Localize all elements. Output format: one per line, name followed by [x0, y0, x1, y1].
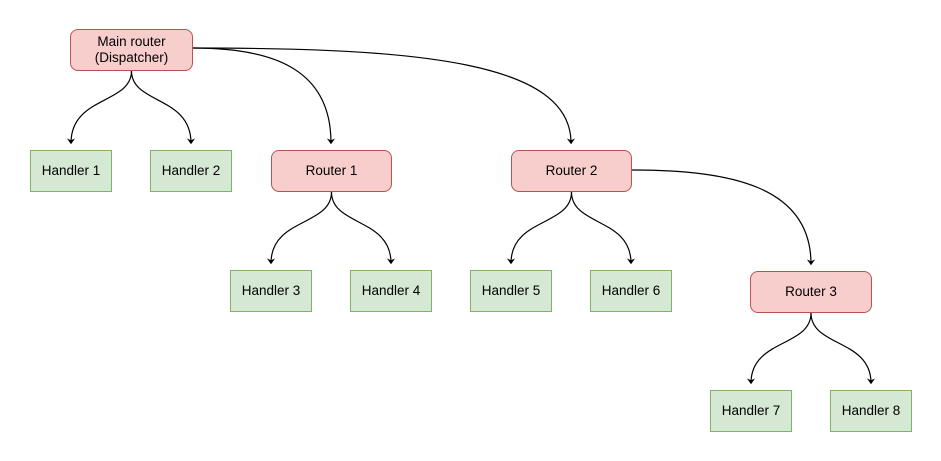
edge-router-2-to-handler-5 [506, 191, 573, 265]
node-router-1[interactable]: Router 1 [271, 150, 392, 192]
node-handler-5[interactable]: Handler 5 [470, 270, 552, 312]
edge-router-1-to-handler-4 [330, 191, 396, 265]
node-label: Handler 5 [481, 282, 541, 298]
node-label: Handler 6 [601, 282, 661, 298]
node-label: Main router (Dispatcher) [94, 33, 169, 65]
node-label: Handler 8 [841, 402, 901, 418]
node-router-2[interactable]: Router 2 [511, 150, 632, 192]
edge-router-2-to-handler-6 [570, 191, 636, 265]
node-label: Router 2 [545, 162, 598, 178]
edge-router-3-to-handler-8 [810, 312, 876, 385]
node-label: Handler 1 [41, 162, 101, 178]
node-handler-1[interactable]: Handler 1 [30, 150, 112, 192]
node-label: Handler 7 [721, 402, 781, 418]
node-label: Router 1 [305, 162, 358, 178]
node-handler-6[interactable]: Handler 6 [590, 270, 672, 312]
node-handler-3[interactable]: Handler 3 [230, 270, 312, 312]
node-router-3[interactable]: Router 3 [750, 271, 872, 313]
edge-router-1-to-handler-3 [266, 191, 333, 265]
edge-main-to-router-1 [192, 47, 336, 145]
edge-main-to-handler-2 [130, 70, 196, 145]
node-label: Handler 2 [161, 162, 221, 178]
node-label: Handler 3 [241, 282, 301, 298]
node-main-router[interactable]: Main router (Dispatcher) [70, 29, 193, 71]
edge-main-to-handler-1 [66, 70, 133, 145]
node-handler-8[interactable]: Handler 8 [830, 390, 912, 432]
node-handler-2[interactable]: Handler 2 [150, 150, 232, 192]
node-handler-7[interactable]: Handler 7 [710, 390, 792, 432]
node-handler-4[interactable]: Handler 4 [350, 270, 432, 312]
node-label: Handler 4 [361, 282, 421, 298]
node-label: Router 3 [785, 283, 837, 299]
edge-router-3-to-handler-7 [746, 312, 812, 385]
edge-router-2-to-router-3 [631, 169, 816, 266]
edge-main-to-router-2 [192, 47, 576, 145]
